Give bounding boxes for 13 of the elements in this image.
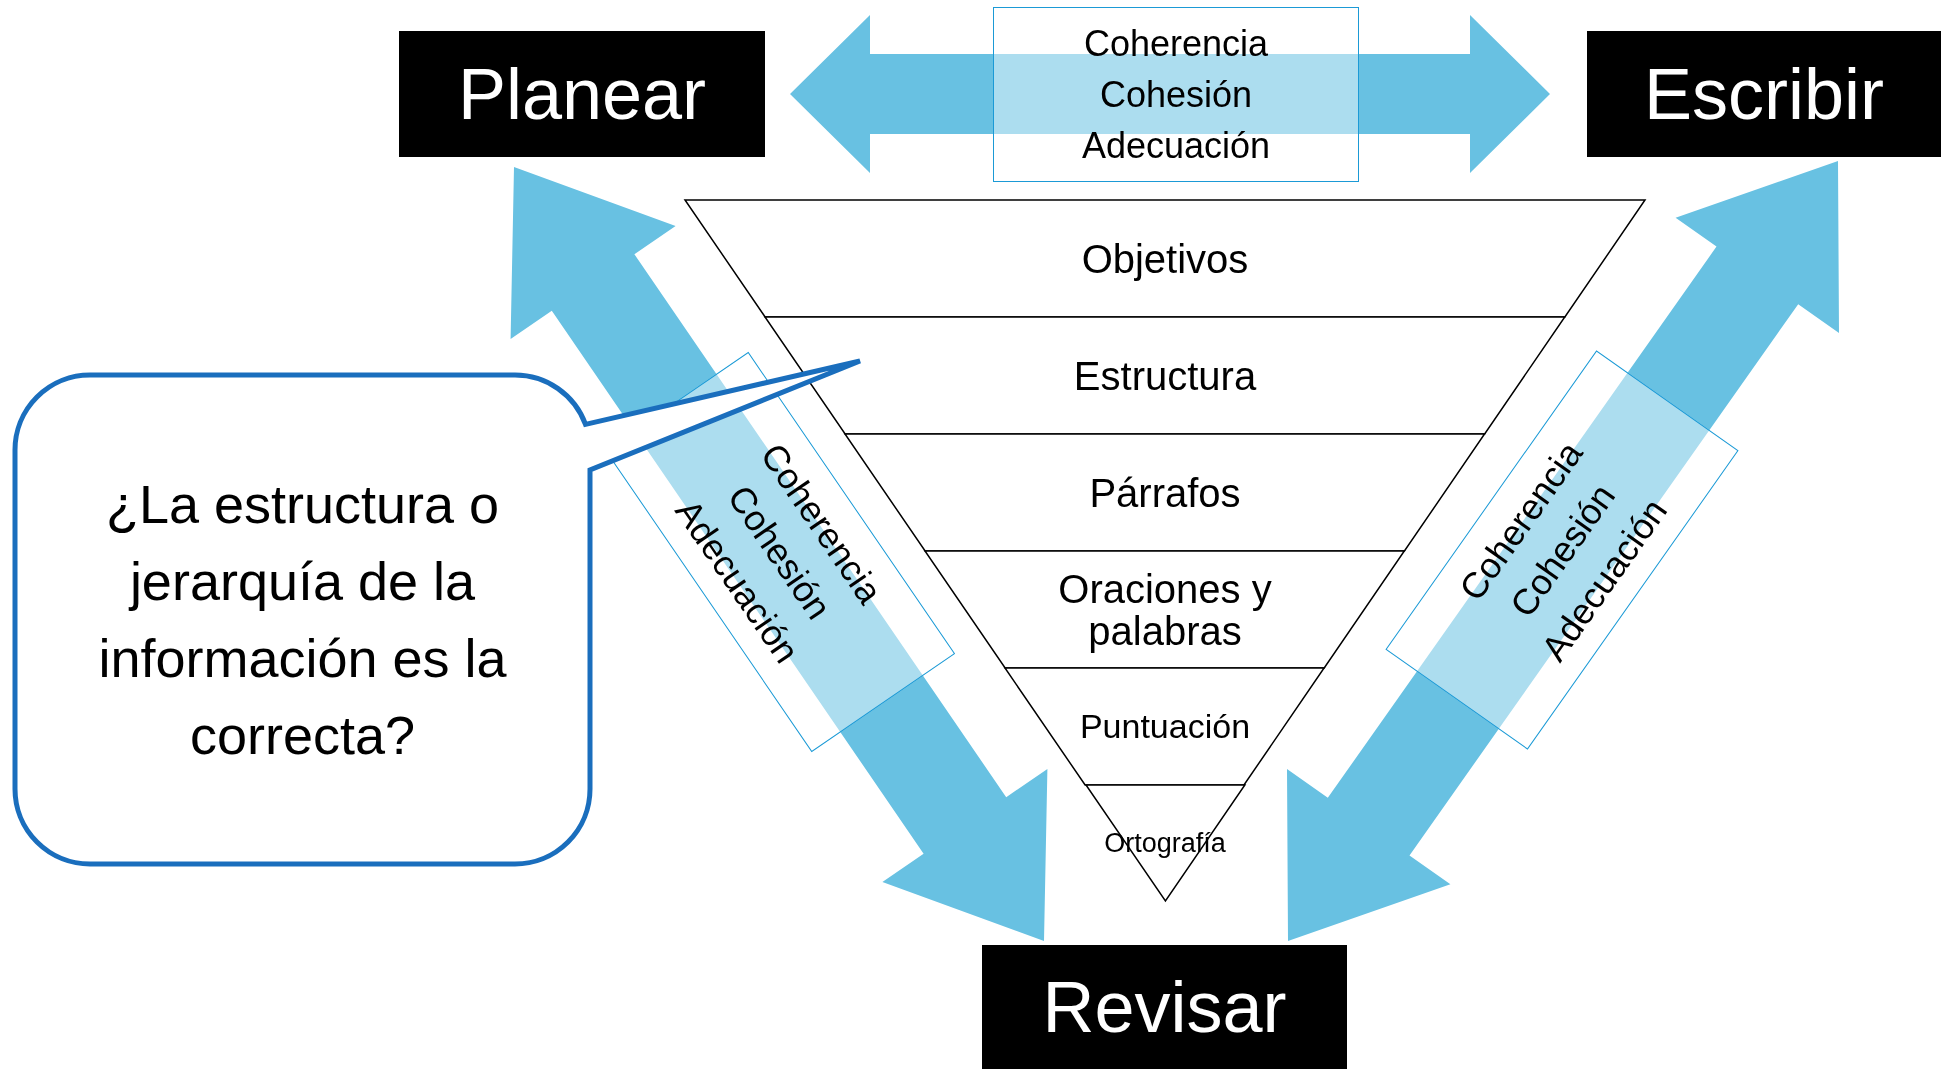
- double-arrow: [1287, 161, 1839, 941]
- band-label: Párrafos: [1089, 471, 1241, 514]
- step-box: Revisar: [982, 945, 1347, 1069]
- callout-text: ¿La estructura o jerarquía de la información es la correcta?: [97, 472, 508, 767]
- edge-label: Coherencia Cohesión Adecuación: [993, 6, 1359, 182]
- step-box: Escribir: [1587, 31, 1941, 157]
- step-box: Planear: [399, 31, 765, 157]
- double-arrow: [790, 15, 1550, 173]
- band-label: Puntuación: [1079, 708, 1251, 745]
- band-label: Estructura: [1073, 354, 1257, 397]
- band-label: Objetivos: [1081, 237, 1249, 280]
- band-label: Oraciones y palabras: [1057, 567, 1273, 652]
- double-arrow: [510, 167, 1048, 941]
